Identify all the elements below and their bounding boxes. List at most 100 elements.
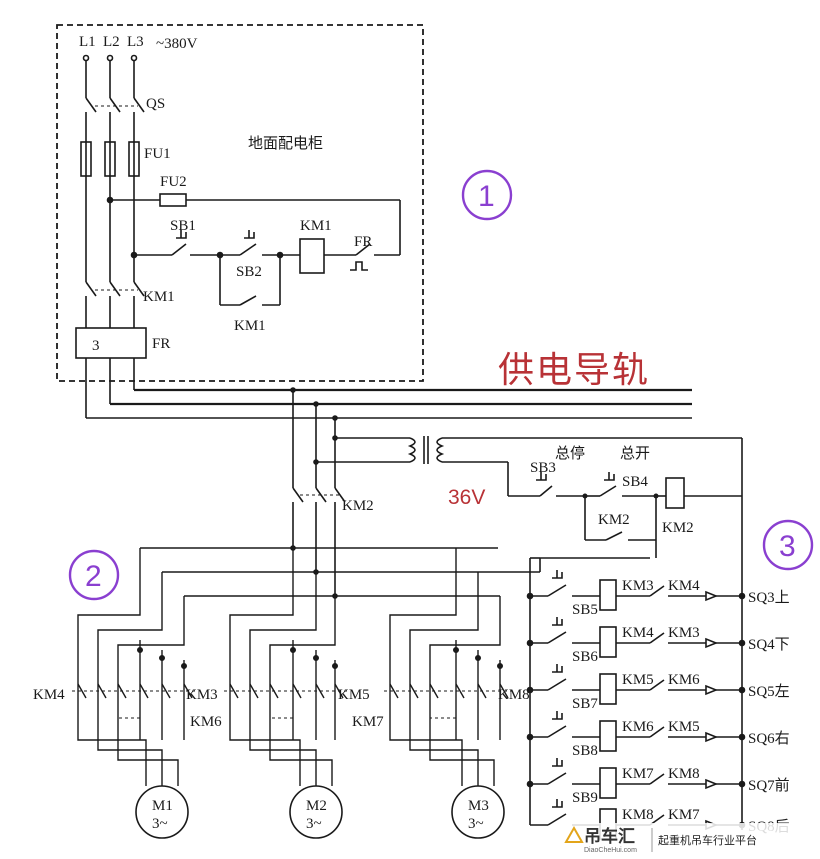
- cabinet-title: 地面配电柜: [248, 135, 323, 152]
- relay-coil: [599, 626, 617, 658]
- terminal-l2: [106, 54, 114, 62]
- km2-coil: [665, 477, 685, 509]
- marker-3: 3: [762, 519, 814, 571]
- motor-m2-name: M2: [306, 798, 327, 814]
- km4-label: KM4: [33, 687, 65, 703]
- watermark: 吊车汇 DiaoCheHui.com 起重机吊车行业平台: [558, 823, 820, 859]
- row-coil-label: KM3: [622, 578, 654, 594]
- relay-coil: [599, 673, 617, 705]
- row-limit-label: SQ6右: [748, 730, 790, 747]
- marker-3-text: 3: [779, 530, 796, 563]
- fr-box-text: 3: [92, 338, 100, 354]
- km6-label: KM6: [190, 714, 222, 730]
- km7-label: KM7: [352, 714, 384, 730]
- voltage-36-label: 36V: [448, 486, 485, 509]
- km2-coil-label: KM2: [662, 520, 694, 536]
- cabinet-control-circuit: [110, 193, 401, 306]
- row-limit-label: SQ5左: [748, 683, 790, 700]
- row-coil-label: KM6: [622, 719, 654, 735]
- motor-m3: M3 3~: [451, 785, 505, 839]
- rail-label: 供电导轨: [498, 350, 650, 391]
- relay-coil: [599, 767, 617, 799]
- node-sb2-left: [216, 251, 224, 259]
- motor-m3-name: M3: [468, 798, 489, 814]
- motor-m1-name: M1: [152, 798, 173, 814]
- node-ctrl: [130, 251, 138, 259]
- voltage-label: ~380V: [156, 36, 198, 52]
- km3-label: KM3: [186, 687, 218, 703]
- row-button-label: SB9: [572, 790, 598, 806]
- km8-label: KM8: [498, 687, 530, 703]
- motor-m2: M2 3~: [289, 785, 343, 839]
- terminal-l1: [82, 54, 90, 62]
- watermark-brand: 吊车汇: [584, 826, 635, 847]
- motor-contactor-bank: [384, 548, 512, 786]
- crane-logo-icon: [564, 825, 584, 843]
- sb1-label: SB1: [170, 218, 196, 234]
- node-fu2: [106, 196, 114, 204]
- km5-label: KM5: [338, 687, 370, 703]
- motor-contactor-bank: [72, 548, 196, 786]
- row-button-label: SB6: [572, 649, 598, 665]
- relay-coil: [599, 579, 617, 611]
- cabinet-labels: L1 L2 L3 ~380V QS FU1 地面配电柜 FU2 SB1 SB2 …: [79, 34, 372, 354]
- marker-2-text: 2: [85, 560, 102, 593]
- fuse-fu2: [159, 193, 187, 207]
- motor-m2-phase: 3~: [306, 816, 322, 832]
- stop-label: 总停: [555, 445, 585, 462]
- row-coil-label: KM5: [622, 672, 654, 688]
- row-button-label: SB7: [572, 696, 598, 712]
- row-interlock-label: KM4: [668, 578, 700, 594]
- watermark-slogan: 起重机吊车行业平台: [658, 833, 757, 847]
- row-coil-label: KM4: [622, 625, 654, 641]
- motor-contactor-bank: [224, 548, 347, 786]
- row-button-label: SB8: [572, 743, 598, 759]
- phase-label-l3: L3: [127, 34, 144, 50]
- fu1-label: FU1: [144, 146, 171, 162]
- motor-m1-phase: 3~: [152, 816, 168, 832]
- control-labels: KM2 36V SB3 总停 总开 SB4 KM2 KM2: [342, 445, 694, 536]
- row-limit-label: SQ7前: [748, 777, 790, 794]
- row-interlock-label: KM5: [668, 719, 700, 735]
- motor-sections: [72, 548, 512, 786]
- phase-lines: [75, 60, 147, 418]
- relay-coil: [599, 720, 617, 752]
- crane-power-drops: [140, 390, 743, 830]
- fu2-label: FU2: [160, 174, 187, 190]
- km1-hold-label: KM1: [234, 318, 266, 334]
- sb3-label: SB3: [530, 460, 556, 476]
- row-coil-label: KM8: [622, 807, 654, 823]
- row-interlock-label: KM7: [668, 807, 700, 823]
- watermark-url: DiaoCheHui.com: [584, 847, 637, 854]
- marker-1: 1: [461, 169, 513, 221]
- cabinet-dashed-border: [56, 24, 424, 382]
- fr-label: FR: [152, 336, 170, 352]
- row-limit-label: SQ4下: [748, 637, 790, 653]
- motor-m1: M1 3~: [135, 785, 189, 839]
- row-interlock-label: KM6: [668, 672, 700, 688]
- qs-label: QS: [146, 96, 165, 112]
- marker-1-text: 1: [478, 180, 495, 213]
- km2-hold-label: KM2: [598, 512, 630, 528]
- phase-label-l1: L1: [79, 34, 96, 50]
- terminal-l3: [130, 54, 138, 62]
- supply-rails: [86, 388, 692, 419]
- row-button-label: SB5: [572, 602, 598, 618]
- marker-2: 2: [68, 549, 120, 601]
- row-interlock-label: KM3: [668, 625, 700, 641]
- motor-contactor-labels: KM4 KM3 KM6 KM5 KM7 KM8: [33, 687, 530, 730]
- motor-m3-phase: 3~: [468, 816, 484, 832]
- km1-main-label: KM1: [143, 289, 175, 305]
- row-coil-label: KM7: [622, 766, 654, 782]
- node-sb2-right: [276, 251, 284, 259]
- km1-coil-label: KM1: [300, 218, 332, 234]
- ground-distribution-cabinet: [56, 24, 424, 418]
- sb2-label: SB2: [236, 264, 262, 280]
